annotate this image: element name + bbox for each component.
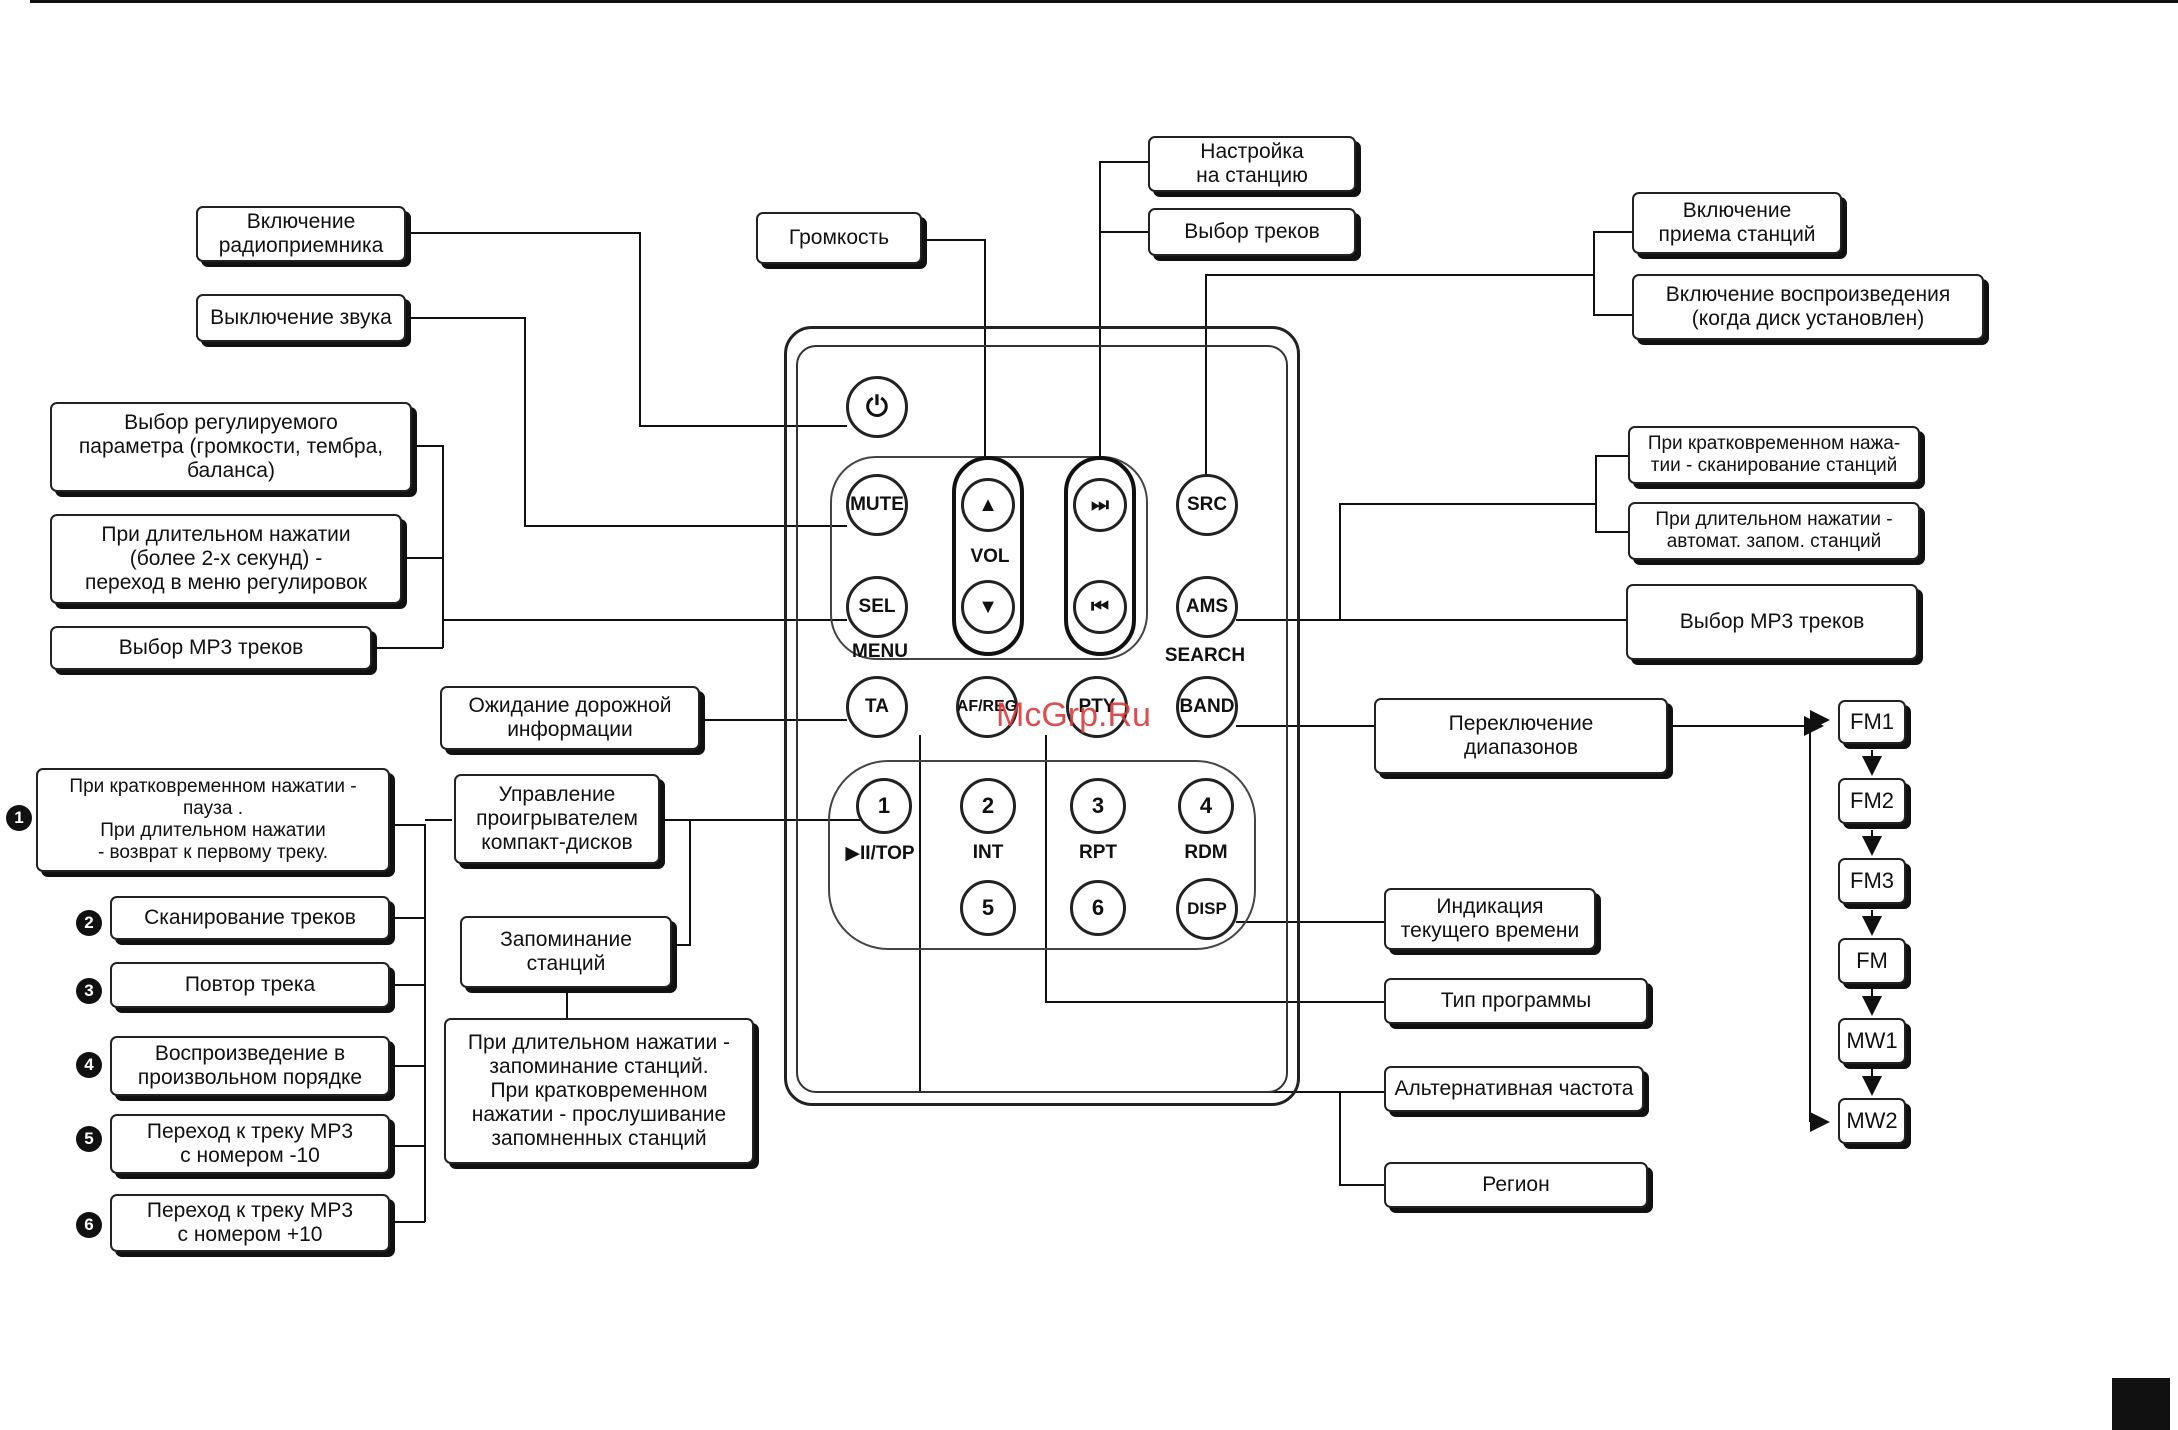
- button-1[interactable]: 1: [856, 778, 912, 834]
- label-mp3-select-left: Выбор MP3 треков: [50, 626, 372, 670]
- label-pause-desc: При кратковременном нажатии - пауза . Пр…: [36, 768, 390, 872]
- label-mute-off: Выключение звука: [196, 294, 406, 342]
- label-mp3-select-right: Выбор MP3 треков: [1626, 584, 1918, 660]
- band-fm3: FM3: [1838, 858, 1906, 904]
- power-button[interactable]: ⏻: [846, 376, 908, 438]
- rpt-label: RPT: [1079, 842, 1117, 863]
- volume-up-button[interactable]: ▲: [961, 478, 1015, 532]
- search-label: SEARCH: [1164, 645, 1246, 666]
- label-program-type: Тип программы: [1384, 978, 1648, 1024]
- band-fm2: FM2: [1838, 778, 1906, 824]
- int-label: INT: [972, 842, 1004, 863]
- af-reg-button[interactable]: AF/REG: [956, 676, 1018, 738]
- marker-4: 4: [76, 1052, 102, 1078]
- label-traffic-wait: Ожидание дорожной информации: [440, 686, 700, 750]
- label-random-play: Воспроизведение в произвольном порядке: [110, 1036, 390, 1096]
- prev-track-button[interactable]: ⏮: [1073, 580, 1127, 634]
- label-auto-store: При длительном нажатии - автомат. запом.…: [1628, 502, 1920, 560]
- label-play-on: Включение воспроизведения (когда диск ус…: [1632, 274, 1984, 340]
- label-band-switch: Переключение диапазонов: [1374, 698, 1668, 774]
- next-track-button[interactable]: ⏭: [1073, 478, 1127, 532]
- disp-button[interactable]: DISP: [1176, 878, 1238, 940]
- marker-5: 5: [76, 1126, 102, 1152]
- src-button[interactable]: SRC: [1176, 474, 1238, 536]
- band-mw1: MW1: [1838, 1018, 1906, 1064]
- label-radio-on: Включение радиоприемника: [196, 206, 406, 262]
- label-store-stations: Запоминание станций: [460, 916, 672, 988]
- label-region: Регион: [1384, 1162, 1648, 1208]
- watermark: McGrp.Ru: [996, 696, 1151, 734]
- band-button[interactable]: BAND: [1176, 676, 1238, 738]
- label-time-display: Индикация текущего времени: [1384, 888, 1596, 950]
- top-rule: [30, 0, 2178, 3]
- ams-button[interactable]: AMS: [1176, 576, 1238, 638]
- menu-label: MENU: [852, 641, 908, 662]
- label-long-press-menu: При длительном нажатии (более 2-х секунд…: [50, 514, 402, 604]
- button-5[interactable]: 5: [960, 880, 1016, 936]
- band-mw2: MW2: [1838, 1098, 1906, 1144]
- label-store-desc: При длительном нажатии - запоминание ста…: [444, 1018, 754, 1164]
- marker-6: 6: [76, 1212, 102, 1238]
- track-rocker: ⏭ ⏮: [1064, 456, 1136, 656]
- label-scan-tracks: Сканирование треков: [110, 896, 390, 940]
- label-sel-param: Выбор регулируемого параметра (громкости…: [50, 402, 412, 492]
- number-button-group: [828, 760, 1256, 950]
- label-receive-on: Включение приема станций: [1632, 192, 1842, 254]
- vol-label: VOL: [970, 546, 1010, 567]
- button-2[interactable]: 2: [960, 778, 1016, 834]
- play-top-label: ▶II/TOP: [845, 843, 915, 864]
- label-scan-short: При кратковременном нажа- тии - сканиров…: [1628, 426, 1920, 484]
- remote-body: [784, 326, 1300, 1106]
- band-fm1: FM1: [1838, 700, 1906, 744]
- label-cd-control: Управление проигрывателем компакт-дисков: [454, 774, 660, 864]
- mute-button[interactable]: MUTE: [846, 474, 908, 536]
- label-tune-station: Настройка на станцию: [1148, 136, 1356, 192]
- label-volume: Громкость: [756, 212, 922, 264]
- marker-3: 3: [76, 978, 102, 1004]
- band-fm: FM: [1838, 938, 1906, 984]
- label-alt-freq: Альтернативная частота: [1384, 1066, 1644, 1112]
- label-track-select: Выбор треков: [1148, 208, 1356, 256]
- label-repeat-track: Повтор трека: [110, 962, 390, 1008]
- label-mp3-plus10: Переход к треку MP3 с номером +10: [110, 1194, 390, 1252]
- sel-button[interactable]: SEL: [846, 576, 908, 638]
- button-3[interactable]: 3: [1070, 778, 1126, 834]
- pty-button[interactable]: PTY: [1066, 676, 1128, 738]
- volume-down-button[interactable]: ▼: [961, 580, 1015, 634]
- marker-1: 1: [6, 805, 32, 831]
- rdm-label: RDM: [1184, 842, 1228, 863]
- marker-2: 2: [76, 910, 102, 936]
- label-mp3-minus10: Переход к треку MP3 с номером -10: [110, 1114, 390, 1174]
- volume-rocker: ▲ ▼: [952, 456, 1024, 656]
- button-6[interactable]: 6: [1070, 880, 1126, 936]
- page-corner-block: [2112, 1378, 2170, 1430]
- button-4[interactable]: 4: [1178, 778, 1234, 834]
- ta-button[interactable]: TA: [846, 676, 908, 738]
- remote-inner-frame: [796, 345, 1288, 1093]
